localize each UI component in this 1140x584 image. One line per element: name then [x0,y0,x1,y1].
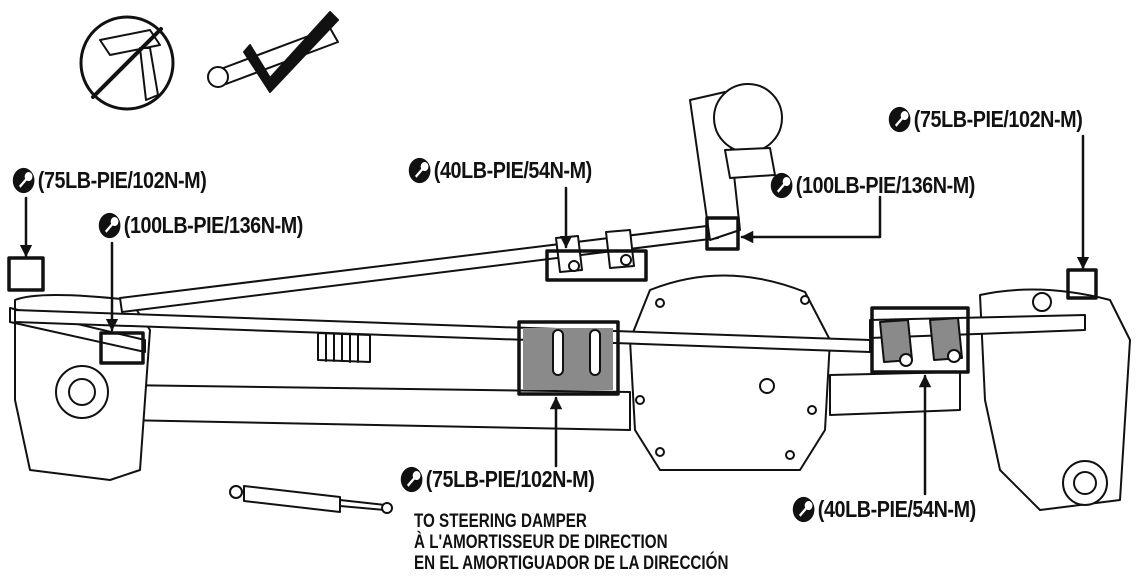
callout-prefix: (75LB- [913,106,973,132]
right-knuckle [979,288,1131,511]
steering-damper-note: TO STEERING DAMPER À L'AMORTISSEUR DE DI… [414,511,728,574]
torque-wrench-symbol-icon [408,157,431,184]
torque-callout-left-tie-rod-end: (75LB-PIE/102N-M) [12,167,207,194]
callout-unit: PIE [193,212,224,238]
torque-wrench-symbol-icon [400,466,423,493]
torque-callout-tie-rod-adjuster: (40LB-PIE/54N-M) [792,496,976,523]
differential-housing [629,274,831,471]
callout-suffix: /136N-M) [895,172,975,198]
axle-tube [119,384,631,431]
callout-prefix: (100LB- [795,172,866,198]
note-line-english: TO STEERING DAMPER [414,511,587,532]
steering-damper-icon [229,485,393,514]
callout-prefix: (75LB- [425,466,485,492]
callout-unit: PIE [865,172,896,198]
callout-suffix: /102N-M) [1003,106,1083,132]
note-line-spanish: EN EL AMORTIGUADOR DE LA DIRECCIÓN [414,553,729,574]
torque-callout-pitman-arm: (100LB-PIE/136N-M) [770,172,975,199]
callout-boxes [7,216,1098,396]
prohibited-impact-wrench-icon [79,15,175,111]
callout-suffix: /102N-M) [127,167,207,193]
callout-suffix: /54N-M) [907,496,976,522]
callout-unit: PIE [492,157,524,183]
callout-prefix: (75LB- [37,167,97,193]
leader-arrows [19,134,1090,496]
torque-wrench-symbol-icon [888,106,911,133]
callout-unit: PIE [972,106,1004,132]
callout-suffix: /136N-M) [223,212,303,238]
torque-callout-drag-link-adjuster: (40LB-PIE/54N-M) [408,157,592,184]
callout-unit: PIE [96,167,128,193]
note-line-french: À L'AMORTISSEUR DE DIRECTION [414,532,668,553]
callout-prefix: (40LB- [817,496,877,522]
torque-callout-right-tie-rod-end: (75LB-PIE/102N-M) [888,106,1083,133]
torque-wrench-symbol-icon [792,496,815,523]
torque-callout-drag-link-left: (100LB-PIE/136N-M) [98,212,303,239]
callout-suffix: /102N-M) [515,466,595,492]
callout-unit: PIE [484,466,516,492]
torque-wrench-checkmark-icon [207,11,339,93]
callout-prefix: (100LB- [123,212,194,238]
callout-suffix: /54N-M) [523,157,592,183]
callout-prefix: (40LB- [433,157,493,183]
torque-callout-damper-clamp: (75LB-PIE/102N-M) [400,466,595,493]
torque-wrench-symbol-icon [98,212,121,239]
callout-unit: PIE [876,496,908,522]
torque-wrench-symbol-icon [12,167,35,194]
torque-wrench-symbol-icon [770,172,793,199]
